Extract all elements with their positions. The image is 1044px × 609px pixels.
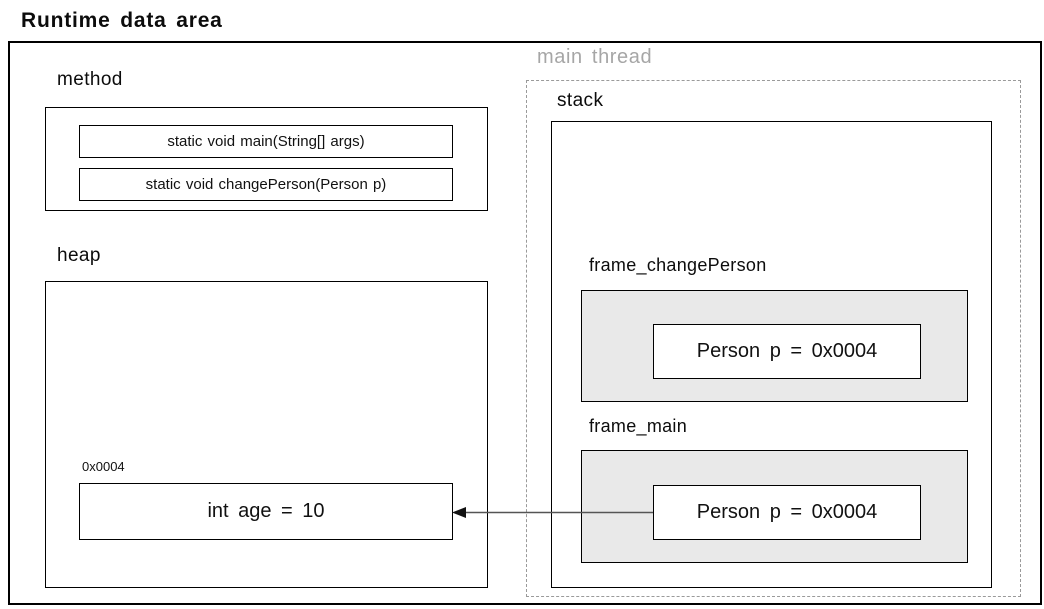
stack-section-label: stack xyxy=(557,90,604,111)
heap-section-label: heap xyxy=(57,245,101,266)
frame-changeperson-label: frame_changePerson xyxy=(589,255,767,275)
method-section-label: method xyxy=(57,69,123,90)
method-entry: static void changePerson(Person p) xyxy=(79,168,453,201)
main-thread-label: main thread xyxy=(537,46,653,68)
heap-box xyxy=(45,281,488,588)
page-title: Runtime data area xyxy=(21,9,223,32)
frame-main-label: frame_main xyxy=(589,416,688,436)
heap-object-address: 0x0004 xyxy=(82,459,125,474)
main-thread-box xyxy=(526,80,1021,597)
frame-main-variable-box: Person p = 0x0004 xyxy=(653,485,921,540)
frame-changeperson-variable-box: Person p = 0x0004 xyxy=(653,324,921,379)
heap-object-box: int age = 10 xyxy=(79,483,453,540)
method-entry: static void main(String[] args) xyxy=(79,125,453,158)
